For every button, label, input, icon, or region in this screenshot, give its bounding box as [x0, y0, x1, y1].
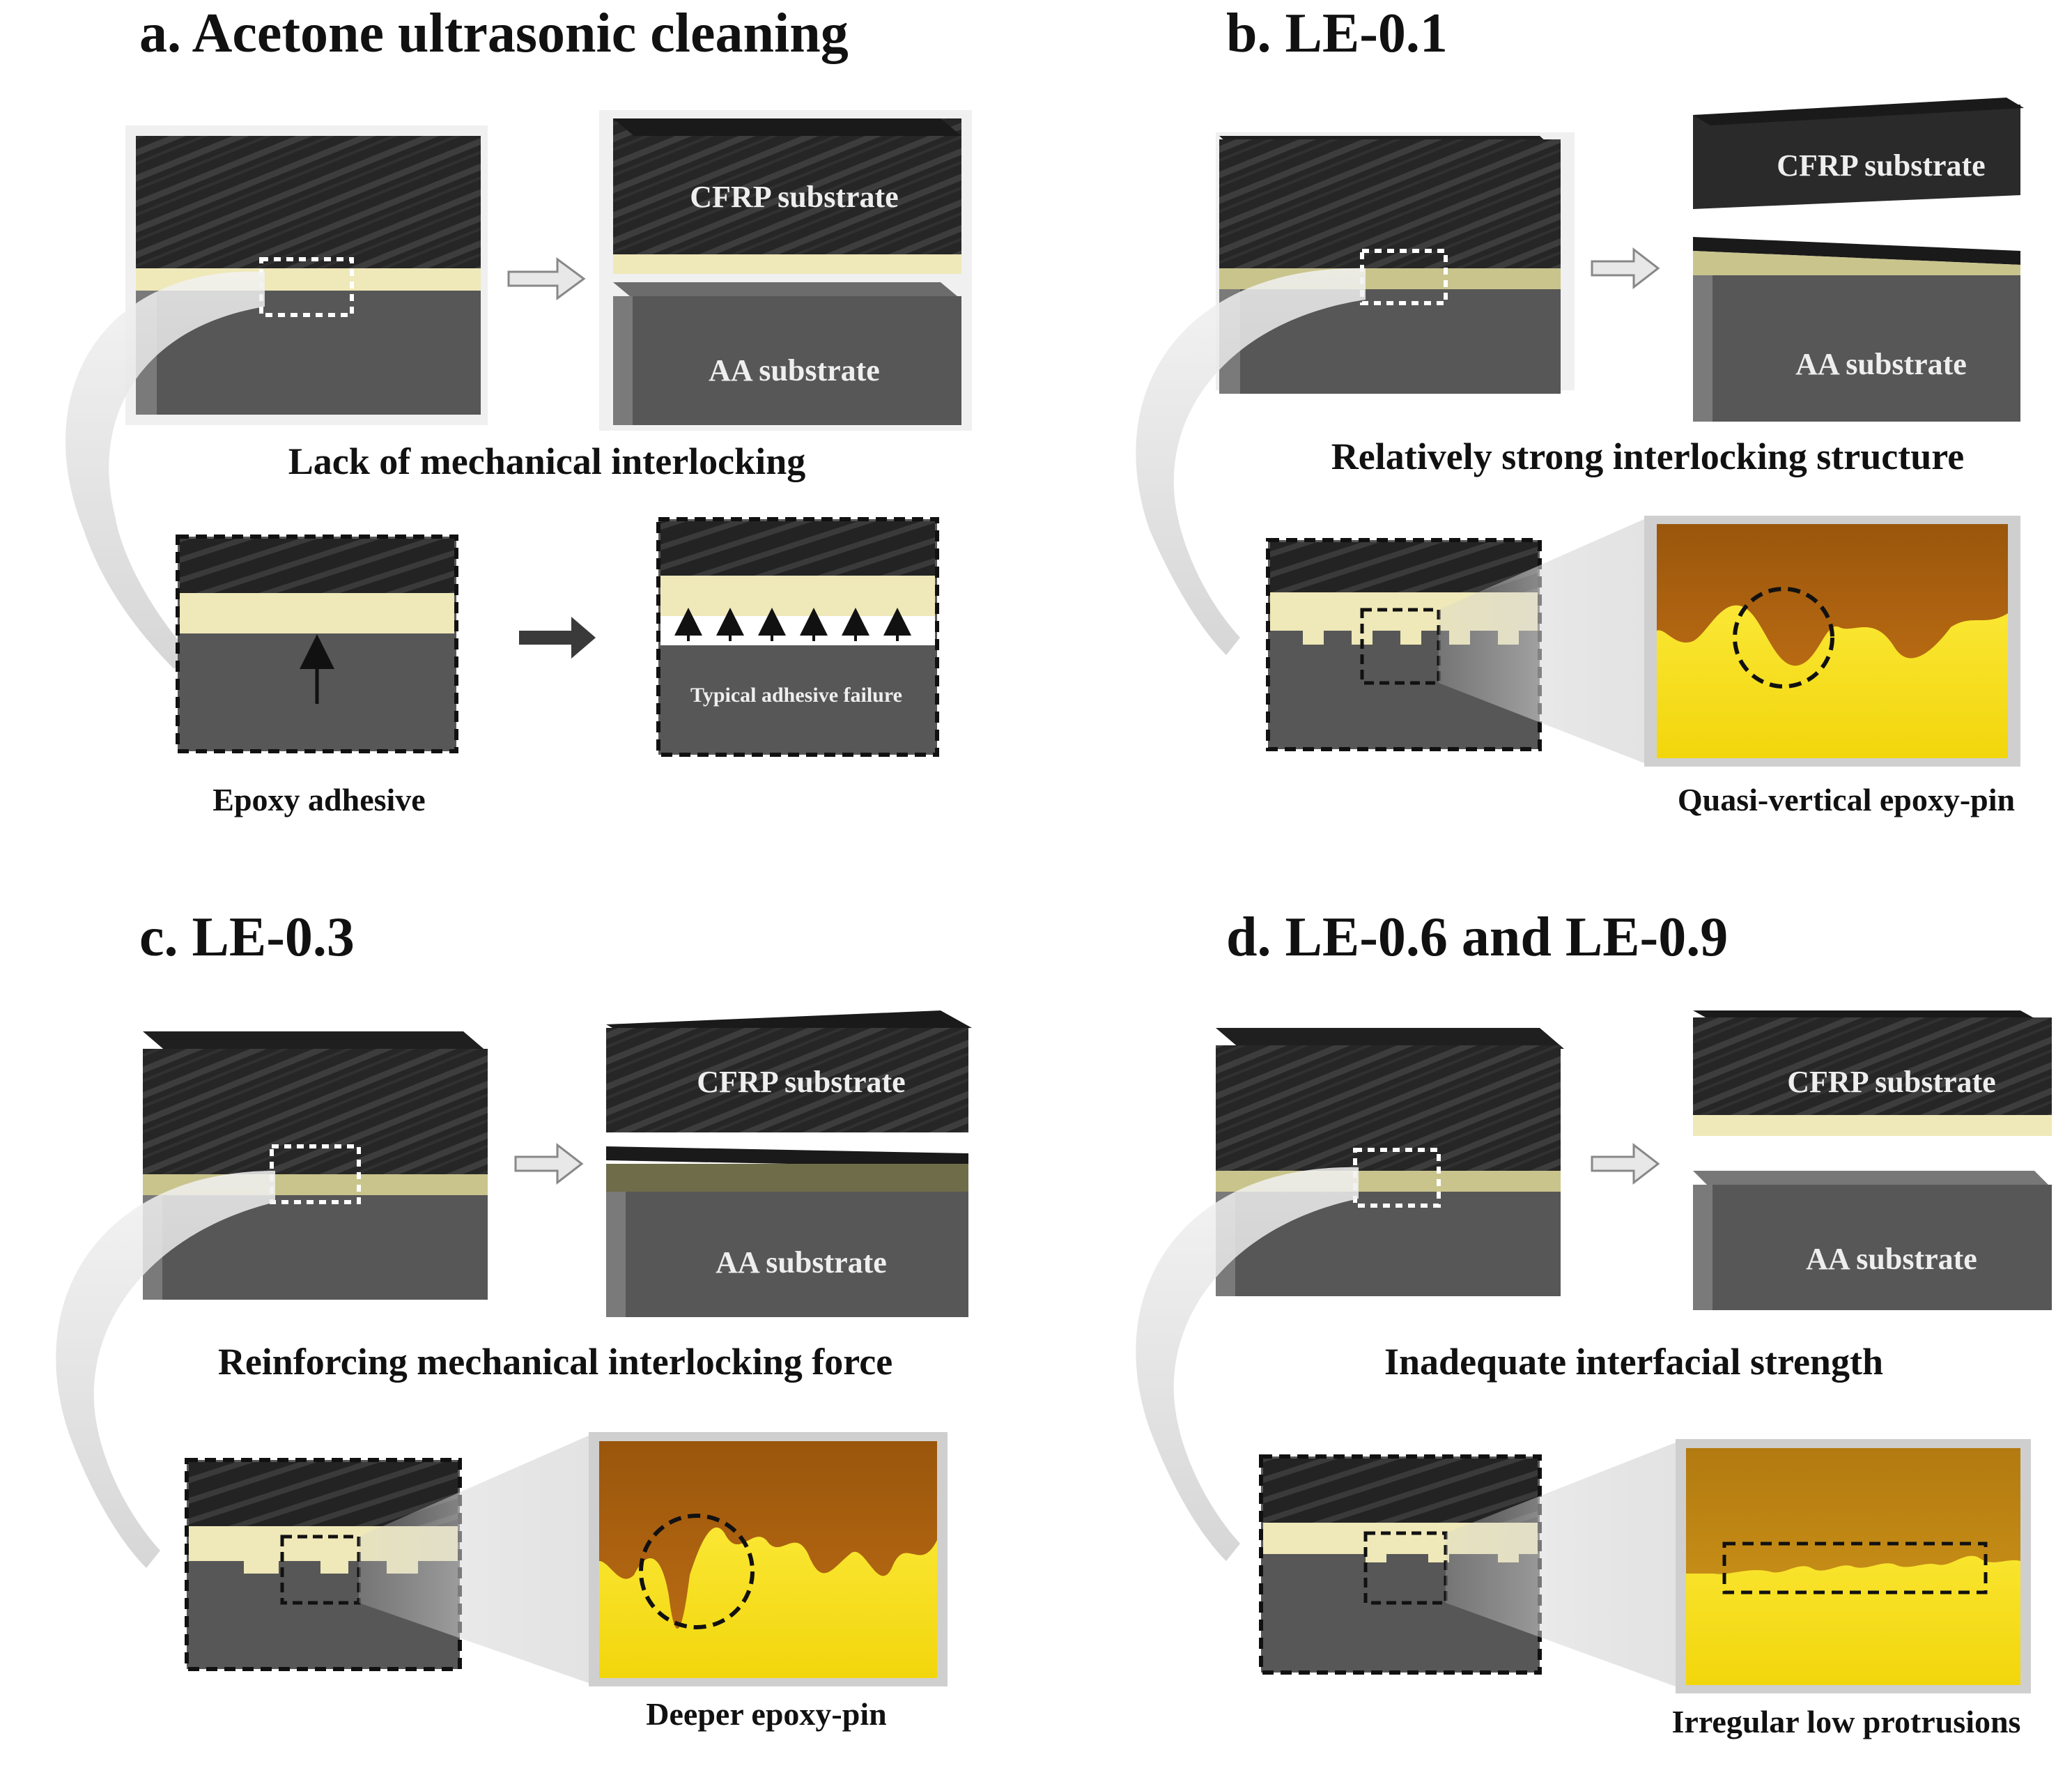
panel-d-cfrp-label: CFRP substrate: [1787, 1065, 1996, 1099]
panel-b-micro-caption: Quasi-vertical epoxy-pin: [1677, 782, 2016, 817]
panel-b-title: b. LE-0.1: [1226, 3, 1448, 64]
panel-d-caption: Inadequate interfacial strength: [1384, 1341, 1883, 1383]
panel-b-cfrp-label: CFRP substrate: [1777, 148, 1986, 183]
panel-a-epoxy-label: Epoxy adhesive: [212, 782, 426, 817]
panel-b-aa-label: AA substrate: [1795, 347, 1967, 381]
panel-a-title: a. Acetone ultrasonic cleaning: [139, 3, 849, 64]
panel-a-caption: Lack of mechanical interlocking: [288, 440, 806, 482]
panel-c-micro-caption: Deeper epoxy-pin: [646, 1696, 887, 1732]
panel-c-art: [56, 1010, 972, 1686]
panel-d-aa-label: AA substrate: [1806, 1242, 1977, 1276]
panel-d-title: d. LE-0.6 and LE-0.9: [1226, 907, 1729, 968]
panel-b-art: [1136, 98, 2024, 767]
panel-c-cfrp-label: CFRP substrate: [697, 1065, 906, 1099]
panel-a-art: [65, 110, 972, 757]
panel-a-cfrp-label: CFRP substrate: [690, 180, 899, 214]
panel-c-aa-label: AA substrate: [716, 1245, 887, 1279]
panel-b-caption: Relatively strong interlocking structure: [1331, 436, 1965, 477]
panel-c-caption: Reinforcing mechanical interlocking forc…: [217, 1341, 893, 1383]
panel-d-micro-caption: Irregular low protrusions: [1671, 1704, 2021, 1739]
panel-c-title: c. LE-0.3: [139, 907, 355, 968]
panel-a-failure-label: Typical adhesive failure: [690, 684, 902, 707]
panel-a-aa-label: AA substrate: [709, 353, 880, 387]
panel-d-art: [1136, 1010, 2052, 1693]
